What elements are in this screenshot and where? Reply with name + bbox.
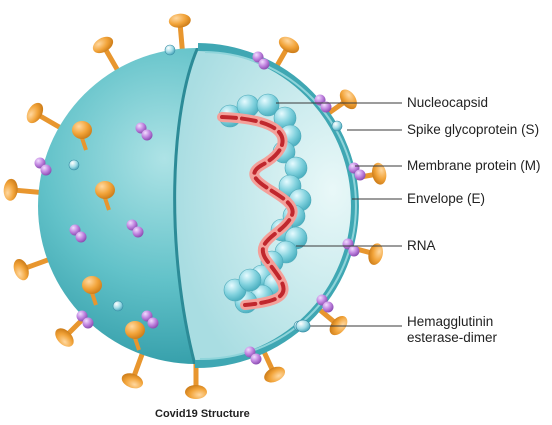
spike-glycoprotein-0 xyxy=(168,13,191,56)
hemagglutinin-esterase-dimer xyxy=(295,319,311,333)
hemagglutinin-0 xyxy=(164,44,176,56)
membrane-protein-2 xyxy=(126,219,144,238)
envelope-rim-inner xyxy=(199,51,357,361)
surface-spike-2 xyxy=(72,121,92,151)
membrane-protein-8 xyxy=(348,162,366,181)
membrane-protein-6 xyxy=(252,51,270,70)
leader-lines xyxy=(276,102,402,327)
label-envelope: Envelope (E) xyxy=(407,191,486,206)
hemagglutinin-3 xyxy=(331,120,343,132)
cut-edge xyxy=(173,48,200,364)
nucleocapsid-bead-2 xyxy=(256,93,280,117)
membrane-protein-0 xyxy=(34,157,52,176)
spike-glycoprotein-1 xyxy=(92,36,122,76)
spike-glycoprotein-4 xyxy=(26,102,66,132)
label-rna: RNA xyxy=(407,238,436,253)
membrane-protein-11 xyxy=(244,346,262,365)
rna-strand-outline xyxy=(220,115,295,307)
diagram-caption: Covid19 Structure xyxy=(155,408,250,420)
label-nucleocapsid: Nucleocapsid xyxy=(407,95,489,110)
label-hemagglutinin: Hemagglutinin xyxy=(407,314,494,329)
membrane-protein-3 xyxy=(76,310,94,329)
label-spike-glycoprotein: Spike glycoprotein (S) xyxy=(407,122,540,137)
membrane-protein-9 xyxy=(342,238,360,257)
spike-glycoprotein-6 xyxy=(13,256,54,281)
surface-spike-3 xyxy=(125,321,145,351)
hemagglutinin-2 xyxy=(112,300,124,312)
surface-spike-0 xyxy=(95,181,115,211)
hemagglutinin-1 xyxy=(68,159,80,171)
membrane-protein-10 xyxy=(316,294,334,313)
spike-glycoprotein-8 xyxy=(121,348,146,389)
label-esterase-dimer: esterase-dimer xyxy=(407,330,498,345)
membrane-protein-4 xyxy=(141,310,159,329)
membrane-protein-5 xyxy=(135,122,153,141)
label-membrane-protein: Membrane protein (M) xyxy=(407,158,541,173)
membrane-protein-1 xyxy=(69,224,87,243)
surface-spike-1 xyxy=(82,276,102,306)
spike-glycoprotein-5 xyxy=(3,178,46,201)
nucleocapsid-bead-19 xyxy=(238,268,262,292)
spike-glycoproteins xyxy=(3,13,387,399)
